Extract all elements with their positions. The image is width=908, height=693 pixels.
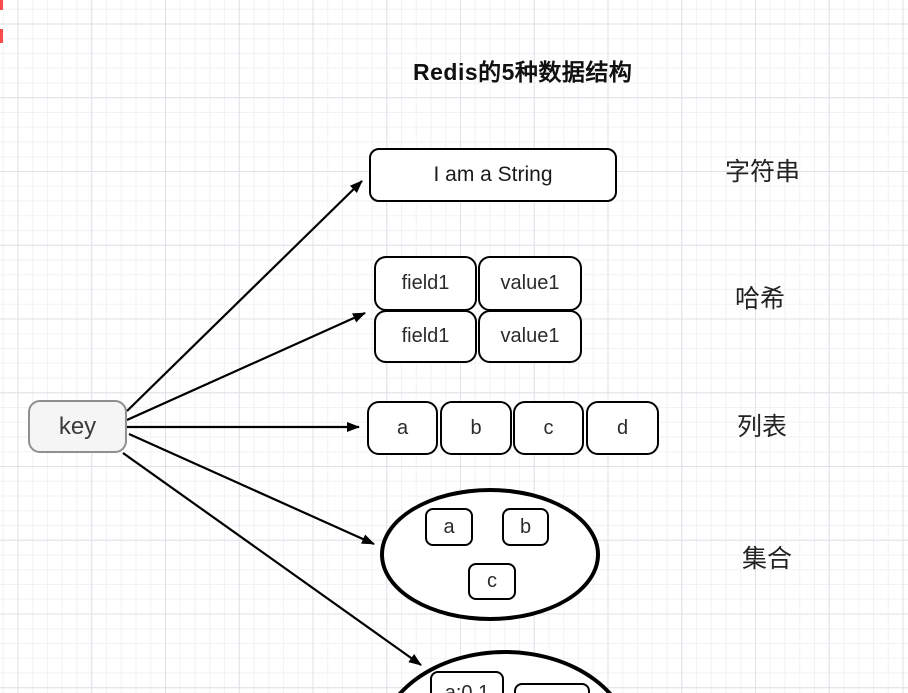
arrow-key-to-set <box>128 432 375 546</box>
set-member-cell: b <box>502 508 549 546</box>
zset-member-cell-partial <box>514 683 590 693</box>
list-type-label: 列表 <box>737 413 788 441</box>
hash-value-cell: value1 <box>478 256 582 311</box>
arrow-key-to-hash <box>126 311 366 422</box>
arrow-key-to-zset <box>122 452 422 666</box>
hash-field-cell: field1 <box>374 310 477 363</box>
diagram-title: Redis的5种数据结构 <box>413 59 633 85</box>
arrow-key-to-string <box>126 180 363 412</box>
zset-ellipse <box>377 650 633 693</box>
hash-type-label: 哈希 <box>735 285 786 313</box>
screen-edge-red-mark <box>0 29 3 43</box>
hash-value-cell: value1 <box>478 310 582 363</box>
set-member-cell: a <box>425 508 473 546</box>
hash-field-cell: field1 <box>374 256 477 311</box>
list-cell: c <box>513 401 584 455</box>
key-node: key <box>28 400 127 453</box>
string-value-box: I am a String <box>369 148 617 202</box>
list-cell: d <box>586 401 659 455</box>
set-ellipse <box>380 488 600 621</box>
list-cell: a <box>367 401 438 455</box>
set-type-label: 集合 <box>742 545 793 573</box>
set-member-cell: c <box>468 563 516 600</box>
screen-edge-red-mark <box>0 0 3 10</box>
string-type-label: 字符串 <box>725 158 801 186</box>
zset-member-cell: a:0.1 <box>430 671 504 693</box>
list-cell: b <box>440 401 512 455</box>
